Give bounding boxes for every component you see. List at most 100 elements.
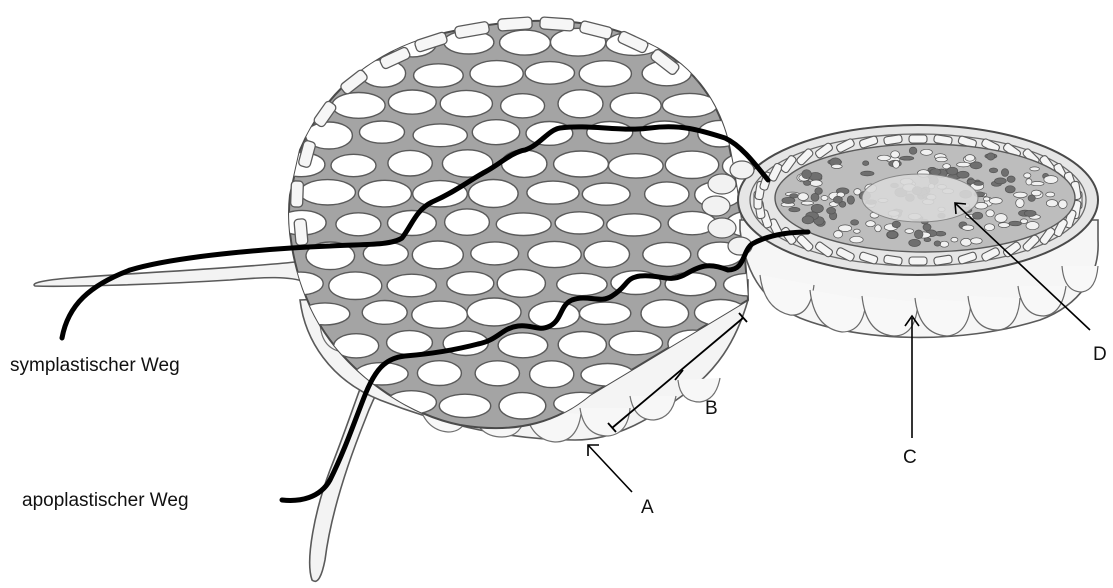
stele-cell xyxy=(1059,200,1068,209)
stele-cell xyxy=(995,214,1007,223)
stele-cell xyxy=(957,171,969,178)
label-d: D xyxy=(1093,344,1107,366)
stele-cell xyxy=(892,221,900,227)
cortex-cell xyxy=(388,150,432,176)
cortex-cell xyxy=(300,180,356,205)
cortex-cell xyxy=(412,241,463,269)
cortex-cell xyxy=(721,34,770,57)
stele-cell xyxy=(924,238,931,242)
cortex-cell xyxy=(502,150,547,177)
stele-cell xyxy=(833,196,842,203)
label-c: C xyxy=(903,447,917,469)
cortex-cell xyxy=(362,301,407,325)
stele-cell xyxy=(1016,199,1024,208)
cortex-cell xyxy=(527,181,579,204)
stele-cell xyxy=(914,230,923,239)
stele-cell xyxy=(934,241,941,246)
cortex-cell xyxy=(467,298,521,326)
cortex-cell xyxy=(498,333,548,358)
cortex-cell xyxy=(331,154,376,176)
stele-cell xyxy=(1026,222,1039,230)
stele-cell xyxy=(801,201,813,205)
stele-cell xyxy=(1024,173,1031,178)
cortex-cell xyxy=(609,331,662,355)
stele-cell xyxy=(850,236,863,243)
stele-cell xyxy=(962,225,974,230)
stele-cell xyxy=(951,237,958,242)
stele-cell xyxy=(815,188,823,195)
stele-cell xyxy=(834,231,843,238)
cortex-cell xyxy=(439,394,490,417)
stele-cell xyxy=(878,155,891,160)
cortex-cell xyxy=(666,32,718,56)
cortex-cell xyxy=(525,62,574,85)
cortex-cell xyxy=(665,151,718,178)
stele-cell xyxy=(790,194,798,198)
stele-cell xyxy=(989,198,1002,204)
cortex-cell xyxy=(447,272,494,295)
stele-cell xyxy=(998,223,1009,228)
root-cross-section xyxy=(702,125,1098,337)
stele-cell xyxy=(804,181,811,186)
label-b: B xyxy=(705,398,718,420)
stele-cell xyxy=(984,224,994,231)
stele-cell xyxy=(995,178,1007,184)
pointer-a xyxy=(588,445,632,492)
cortex-cell xyxy=(719,90,771,116)
cortex-cell xyxy=(470,61,523,87)
cortex-cell xyxy=(528,241,581,267)
root-rim-cell xyxy=(909,257,927,265)
stele-cell xyxy=(1007,176,1015,182)
cortex-cell xyxy=(273,392,324,418)
stele-cell xyxy=(909,147,917,154)
stele-cell xyxy=(1031,190,1041,196)
stele-cell xyxy=(847,196,854,204)
cortex-cell xyxy=(499,393,546,419)
cortex-cell xyxy=(554,151,609,177)
stele-cell xyxy=(940,241,949,247)
stele-cell xyxy=(827,207,836,214)
stele-cell xyxy=(983,197,989,201)
cortex-cell xyxy=(641,300,689,328)
cortex-cell xyxy=(557,273,607,295)
cortex-cell xyxy=(387,274,436,297)
cortex-cell xyxy=(748,62,801,85)
stele-cell xyxy=(789,207,800,211)
cortex-cell xyxy=(643,242,691,266)
stele-cell xyxy=(893,160,900,168)
stele-cell xyxy=(863,161,869,166)
stele-cell xyxy=(851,220,859,225)
cortex-cell xyxy=(752,121,800,149)
cortex-cell xyxy=(607,214,661,236)
stele-cell xyxy=(810,180,822,186)
stele-cell xyxy=(866,221,876,227)
cortex-cell xyxy=(584,241,630,267)
stele-cell xyxy=(854,229,861,233)
cortex-cell xyxy=(388,90,436,114)
cortex-cell xyxy=(333,30,378,57)
cortex-cell xyxy=(558,332,606,358)
cortex-cell xyxy=(555,212,604,234)
cortex-cell xyxy=(440,90,492,116)
cortex-cell xyxy=(414,64,464,87)
cortex-cell xyxy=(332,93,385,119)
stele-cell xyxy=(965,155,975,162)
stele-cell xyxy=(1024,210,1036,216)
cortex-cell xyxy=(662,93,717,117)
cortex-cell xyxy=(413,124,467,147)
stele-cell xyxy=(875,225,882,232)
cortex-cell xyxy=(725,395,769,417)
cortex-cell xyxy=(472,120,519,145)
cortex-cell xyxy=(558,90,603,118)
cortex-cell xyxy=(358,180,411,207)
stele-cell xyxy=(921,149,933,155)
stele-cell xyxy=(923,224,931,231)
cortex-cell xyxy=(387,331,433,355)
stele-cell xyxy=(891,151,900,158)
stele-cell xyxy=(1009,221,1022,226)
cortex-cell xyxy=(695,63,744,88)
root-rim-cell xyxy=(909,135,927,143)
stele-cell xyxy=(839,225,852,232)
root-hair-upper xyxy=(34,262,305,286)
cortex-cell xyxy=(469,180,519,208)
